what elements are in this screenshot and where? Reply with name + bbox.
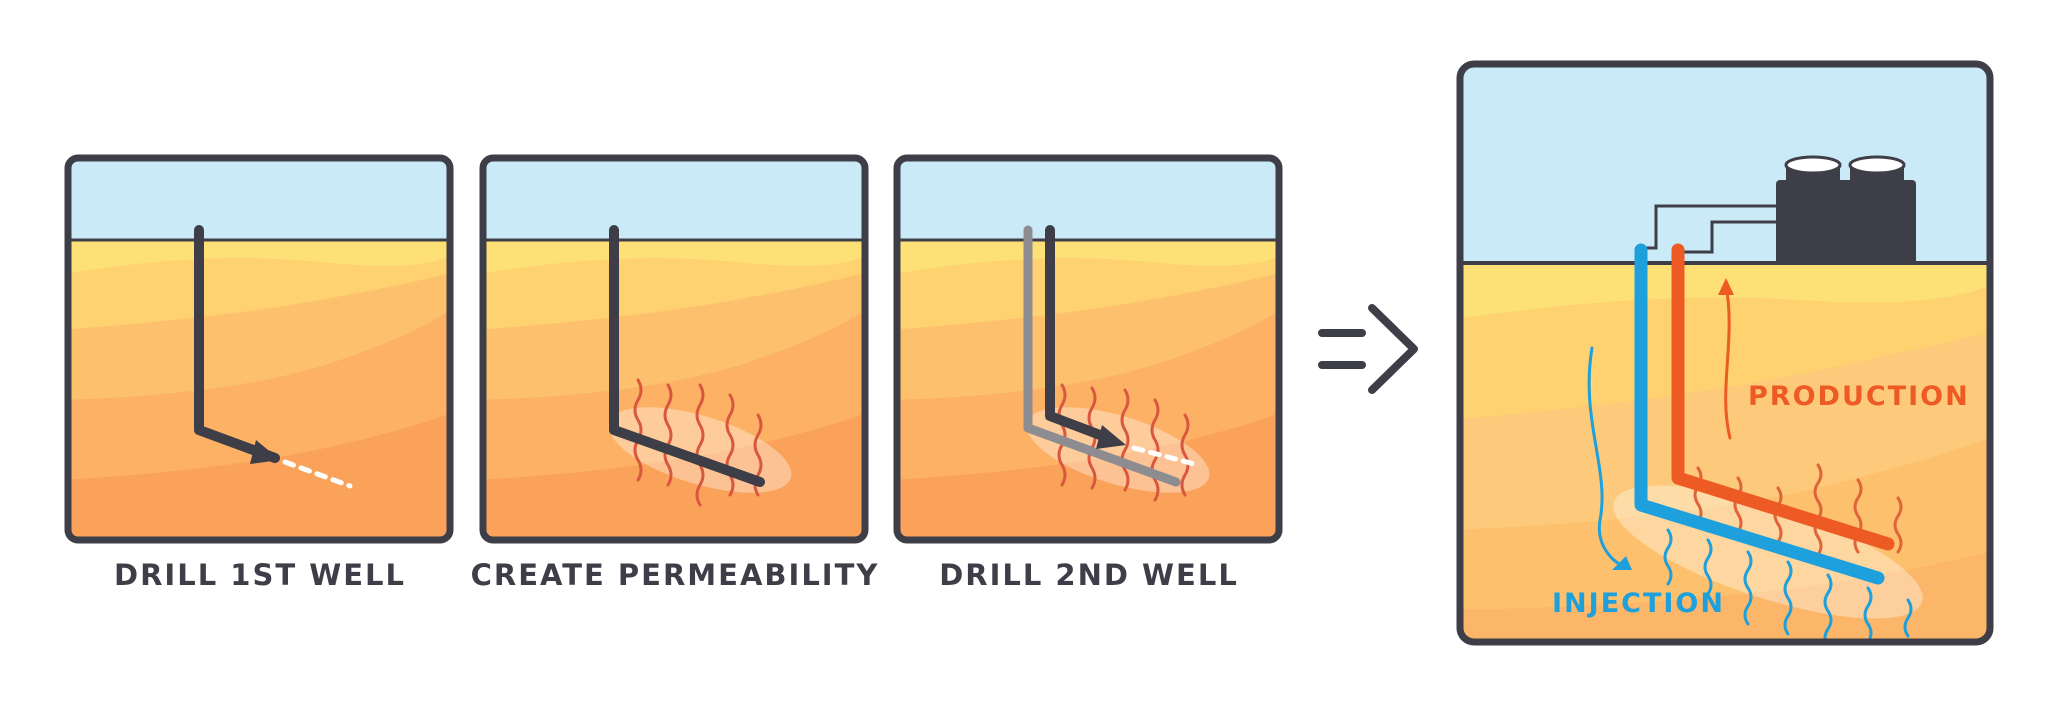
ground-layer-5 — [483, 400, 865, 540]
fracture-lines — [1057, 383, 1190, 502]
injection-label: INJECTION — [1552, 588, 1725, 619]
step-caption-drill-first-well: DRILL 1ST WELL — [114, 558, 406, 592]
panel-drill-second-well — [893, 154, 1283, 544]
cold-fractures — [1663, 528, 1913, 642]
panel-frame — [893, 154, 1283, 544]
injection-flow-line — [1587, 346, 1630, 570]
second-well-bore — [1045, 225, 1113, 443]
drill-direction-arrowhead — [1096, 425, 1126, 449]
panel-frame — [64, 154, 454, 544]
first-well-bore-faded — [1023, 225, 1181, 487]
ground-layer-5 — [68, 400, 450, 540]
implies-arrow-icon — [1318, 304, 1418, 394]
permeability-zone — [608, 407, 792, 493]
fracture-lines — [633, 378, 763, 507]
power-plant-icon — [1776, 155, 1916, 264]
step-caption-drill-second-well: DRILL 2ND WELL — [939, 558, 1239, 592]
panel-drill-first-well — [64, 154, 454, 544]
injection-flow-arrowhead — [1612, 556, 1632, 570]
first-well-bore — [194, 225, 280, 463]
production-label: PRODUCTION — [1748, 381, 1970, 412]
production-flow-line — [1724, 283, 1732, 440]
production-flow-arrowhead — [1718, 278, 1734, 295]
drill-direction-arrowhead — [250, 440, 280, 464]
injection-well — [1634, 243, 1885, 585]
panel-frame — [479, 154, 869, 544]
panel-frame — [1456, 60, 1994, 646]
ground-layer-5 — [897, 400, 1279, 540]
panel-result-system: PRODUCTION INJECTION — [1456, 60, 1994, 646]
step-caption-create-permeability: CREATE PERMEABILITY — [470, 558, 880, 592]
plant-connection-pipes — [1641, 204, 1776, 254]
planned-drill-path — [1131, 445, 1201, 468]
panel-create-permeability — [479, 154, 869, 544]
first-well-bore — [609, 225, 765, 487]
planned-drill-path — [282, 459, 353, 489]
production-well — [1671, 243, 1895, 551]
